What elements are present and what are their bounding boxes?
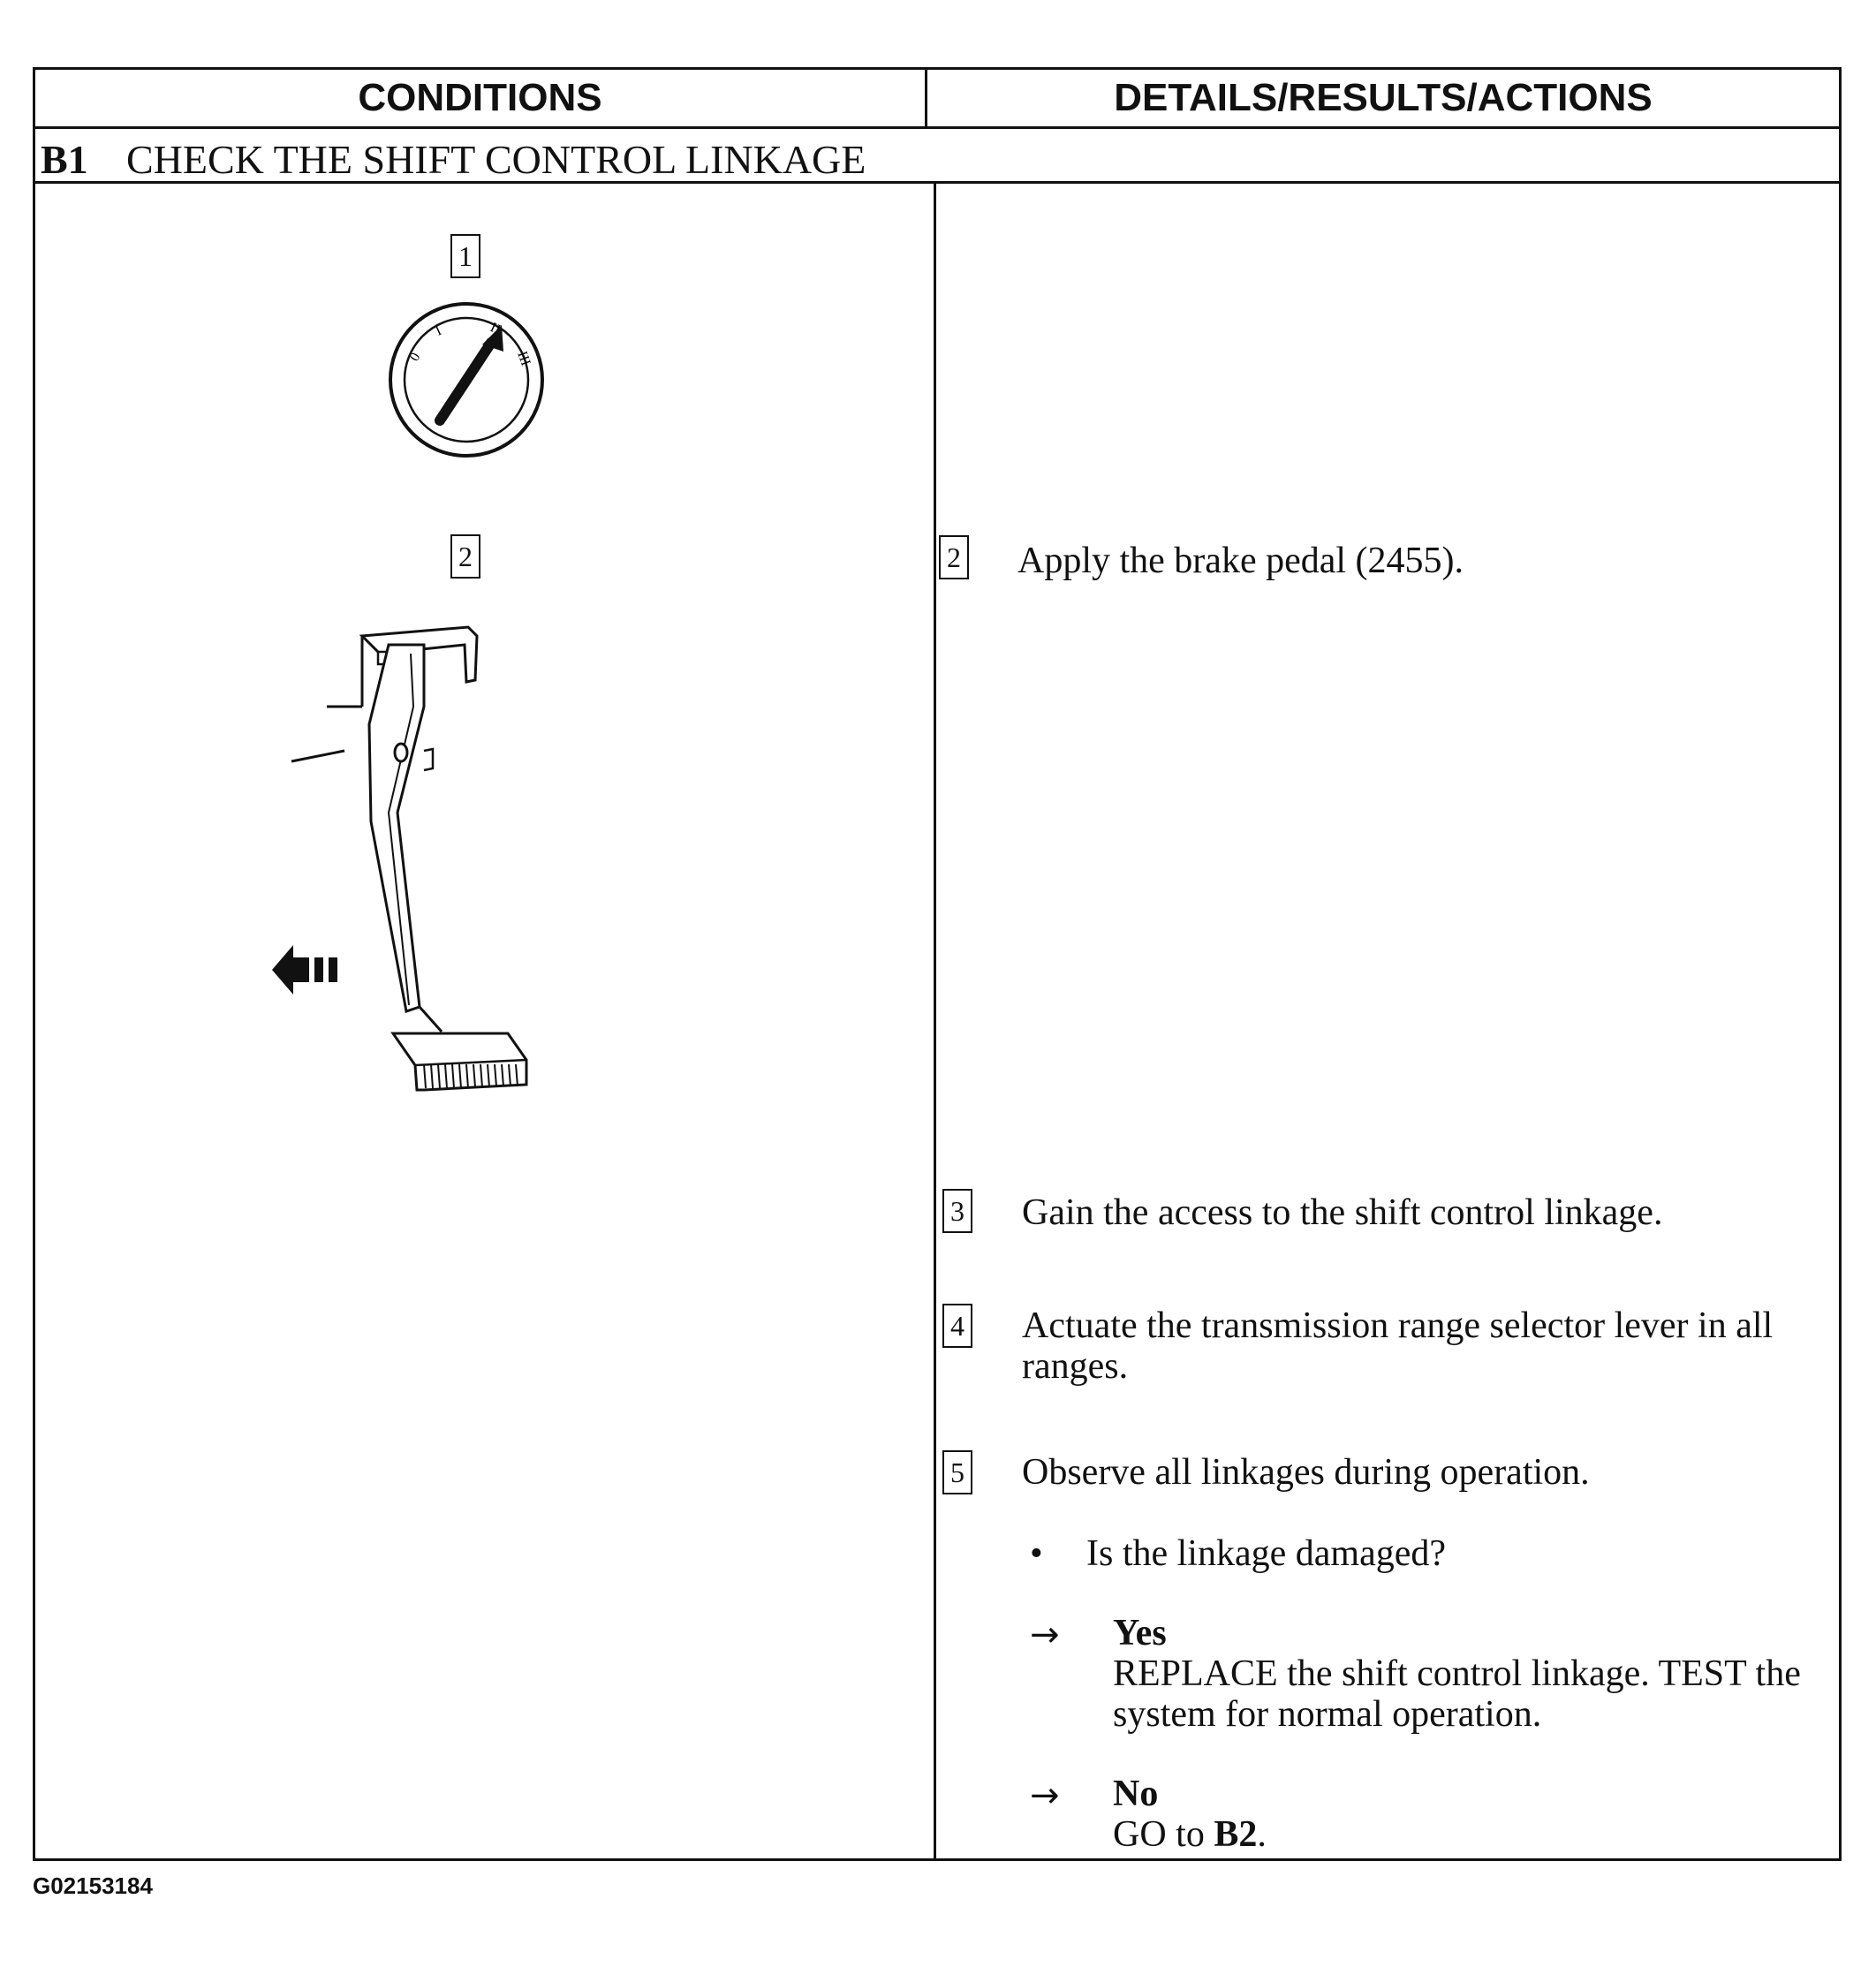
figure-id: G02153184 xyxy=(33,1872,153,1899)
header-rule xyxy=(35,126,1839,129)
step-5-number: 5 xyxy=(942,1450,972,1494)
procedure-table: CONDITIONS DETAILS/RESULTS/ACTIONS B1 CHE… xyxy=(33,67,1842,1861)
no-arrow-icon: → xyxy=(1030,1775,1060,1816)
no-target: B2 xyxy=(1214,1814,1258,1855)
step-3-number: 3 xyxy=(942,1189,972,1233)
step-4-text: Actuate the transmission range selector … xyxy=(1022,1305,1774,1387)
question-text: Is the linkage damaged? xyxy=(1086,1533,1446,1574)
yes-arrow-icon: → xyxy=(1030,1615,1060,1655)
ignition-mark-3: III xyxy=(514,350,533,368)
brake-pedal-icon xyxy=(291,625,528,1092)
no-answer: No GO to B2. xyxy=(1113,1774,1811,1855)
figure-2-label: 2 xyxy=(450,534,480,579)
ignition-switch-icon: 0 I II III xyxy=(389,302,544,458)
yes-answer: Yes REPLACE the shift control linkage. T… xyxy=(1113,1613,1811,1735)
step-2-number: 2 xyxy=(939,535,969,579)
section-title-text: CHECK THE SHIFT CONTROL LINKAGE xyxy=(126,137,866,182)
question-bullet: • xyxy=(1030,1533,1043,1574)
column-divider xyxy=(934,184,936,1858)
yes-text: REPLACE the shift control linkage. TEST … xyxy=(1113,1653,1801,1735)
section-rule xyxy=(35,181,1839,184)
section-code: B1 xyxy=(41,137,88,182)
no-text-suffix: . xyxy=(1257,1814,1267,1855)
yes-label: Yes xyxy=(1113,1613,1167,1653)
step-5-text: Observe all linkages during operation. xyxy=(1022,1452,1590,1493)
step-2-text: Apply the brake pedal (2455). xyxy=(1017,541,1464,581)
details-header: DETAILS/RESULTS/ACTIONS xyxy=(1114,76,1653,119)
step-3-text: Gain the access to the shift control lin… xyxy=(1022,1192,1663,1233)
conditions-header: CONDITIONS xyxy=(35,70,927,128)
press-direction-arrow-icon xyxy=(272,945,337,995)
step-4-number: 4 xyxy=(942,1304,972,1348)
no-text-prefix: GO to xyxy=(1113,1814,1214,1855)
figure-1-label: 1 xyxy=(450,234,480,278)
section-title: B1 CHECK THE SHIFT CONTROL LINKAGE xyxy=(41,135,866,185)
no-label: No xyxy=(1113,1774,1159,1814)
